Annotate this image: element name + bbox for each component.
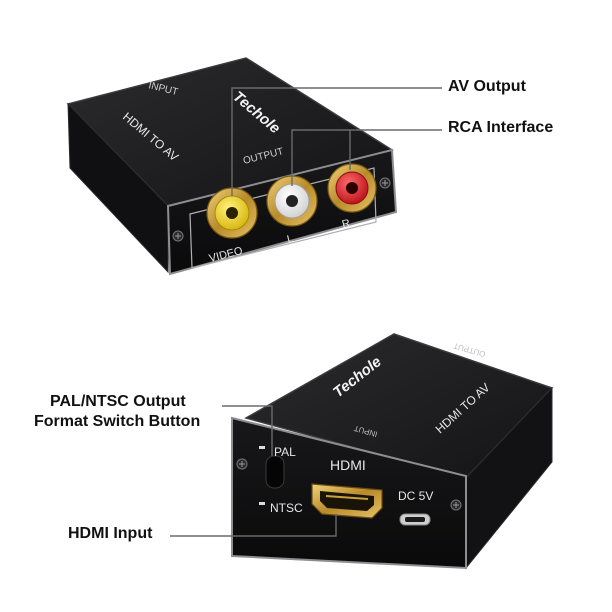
callout-hdmi-input: HDMI Input — [68, 525, 153, 542]
leader-line-av-output — [231, 87, 442, 196]
rca-jack-left — [266, 175, 318, 227]
callout-av-output: AV Output — [448, 78, 526, 95]
callout-pal-ntsc: PAL/NTSC Output Format Switch Button — [34, 392, 200, 432]
dc-5v-label: DC 5V — [398, 489, 433, 503]
micro-usb-port-icon — [399, 513, 431, 526]
top-device-left-side — [67, 102, 169, 274]
port-label-l: L — [286, 233, 295, 246]
top-device: INPUT HDMI TO AV Techole OUTPUT — [66, 57, 398, 276]
hdmi-port-icon — [311, 483, 383, 519]
screw-icon — [172, 230, 184, 242]
pal-label: PAL — [274, 445, 296, 459]
leader-line-rca-interface — [291, 129, 442, 186]
bottom-device: Techole HDMI TO AV INPUT OUTPUT PAL NTSC… — [231, 333, 554, 570]
rca-jack-right — [327, 163, 377, 213]
callout-pal-ntsc-line1: PAL/NTSC Output — [50, 393, 186, 410]
screw-icon — [450, 499, 462, 511]
port-label-r: R — [341, 217, 352, 231]
leader-lines — [170, 87, 442, 537]
pal-ntsc-switch — [265, 455, 285, 489]
screw-icon — [379, 177, 391, 189]
screw-icon — [236, 458, 248, 470]
callout-pal-ntsc-line2: Format Switch Button — [34, 413, 201, 430]
ntsc-label: NTSC — [270, 501, 303, 515]
callout-rca-interface: RCA Interface — [448, 119, 554, 136]
leader-line-hdmi-input — [170, 514, 337, 537]
rca-jack-video — [206, 187, 258, 239]
leader-line-pal-ntsc — [222, 405, 273, 456]
hdmi-label: HDMI — [330, 457, 366, 473]
